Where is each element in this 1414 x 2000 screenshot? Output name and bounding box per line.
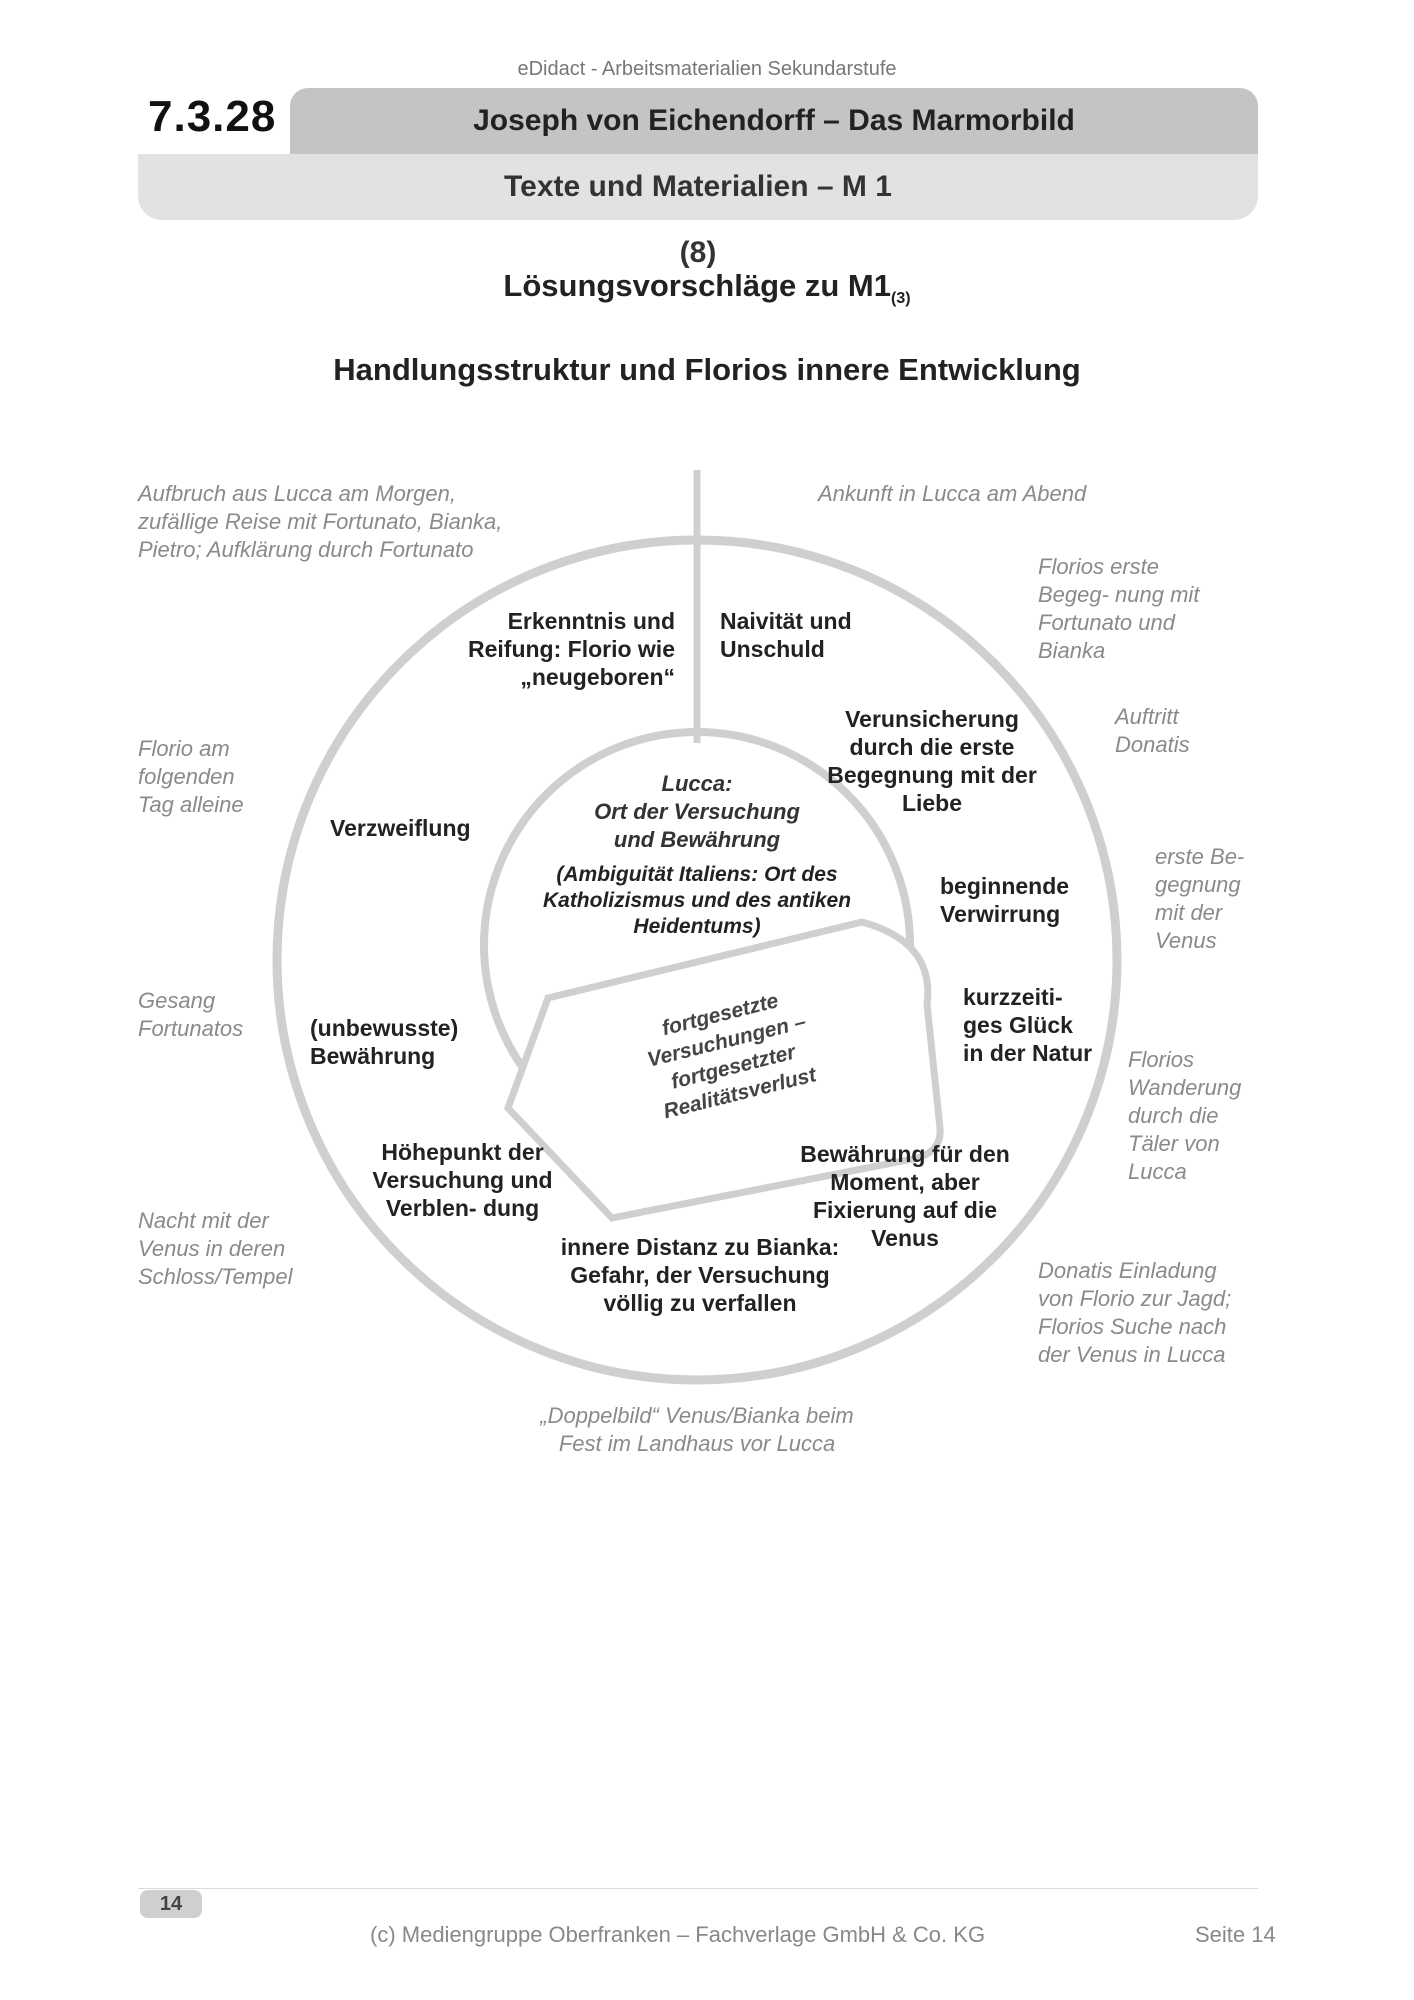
ring-item-despair: Verzweiflung xyxy=(330,815,471,841)
note-donati: Auftritt Donatis xyxy=(1115,704,1190,757)
note-arrival: Ankunft in Lucca am Abend xyxy=(818,481,1087,506)
document-title: Joseph von Eichendorff – Das Marmorbild xyxy=(473,104,1075,137)
note-first-meeting: Florios erste Begeg- nung mit Fortunato … xyxy=(1038,554,1200,663)
publisher-line: eDidact - Arbeitsmaterialien Sekundarstu… xyxy=(517,58,897,80)
ring-item-fixation: Bewährung für den Moment, aber Fixierung… xyxy=(800,1141,1010,1251)
ring-item-recognition: Erkenntnis und Reifung: Florio wie „neug… xyxy=(468,608,675,690)
ring-item-probation: (unbewusste) Bewährung xyxy=(310,1015,459,1069)
note-venus-meeting: erste Be- gegnung mit der Venus xyxy=(1155,844,1245,953)
document-subtitle: Texte und Materialien – M 1(8) xyxy=(504,170,892,269)
title-band: Joseph von Eichendorff – Das Marmorbild xyxy=(290,88,1258,154)
footer-copyright: (c) Mediengruppe Oberfranken – Fachverla… xyxy=(370,1922,986,1947)
ring-item-distance: innere Distanz zu Bianka: Gefahr, der Ve… xyxy=(560,1234,840,1316)
note-double-image: „Doppelbild“ Venus/Bianka beim Fest im L… xyxy=(540,1403,854,1456)
note-night: Nacht mit der Venus in deren Schloss/Tem… xyxy=(138,1208,293,1289)
page-number-badge: 14 xyxy=(140,1890,202,1918)
ring-item-naivety: Naivität und Unschuld xyxy=(720,608,852,662)
footer-rule xyxy=(138,1888,1258,1889)
subtitle-band: Texte und Materialien – M 1(8) xyxy=(138,154,1258,269)
footer-page-label: Seite 14 xyxy=(1195,1922,1276,1947)
ring-item-climax: Höhepunkt der Versuchung und Verblen- du… xyxy=(372,1139,553,1221)
center-lucca: Lucca: Ort der Versuchung und Bewährung xyxy=(594,771,800,852)
ring-item-uncertainty: Verunsicherung durch die erste Begegnung… xyxy=(827,706,1037,816)
center-ambiguity: (Ambiguität Italiens: Ort des Katholizis… xyxy=(542,863,852,938)
note-wandering: Florios Wanderung durch die Täler von Lu… xyxy=(1128,1047,1242,1184)
section-number: 7.3.28 xyxy=(148,92,277,141)
note-departure: Aufbruch aus Lucca am Morgen, zufällige … xyxy=(138,481,503,562)
heading-solutions: Lösungsvorschläge zu M1(3) xyxy=(503,268,911,308)
note-song: Gesang Fortunatos xyxy=(138,988,244,1041)
banner-shape xyxy=(503,918,944,1222)
note-invitation: Donatis Einladung von Florio zur Jagd; F… xyxy=(1038,1258,1232,1367)
heading-structure: Handlungsstruktur und Florios innere Ent… xyxy=(333,352,1081,387)
ring-item-happiness: kurzzeiti- ges Glück in der Natur xyxy=(963,984,1093,1066)
note-next-day: Florio am folgenden Tag alleine xyxy=(138,736,244,817)
ring-item-confusion: beginnende Verwirrung xyxy=(940,873,1070,927)
